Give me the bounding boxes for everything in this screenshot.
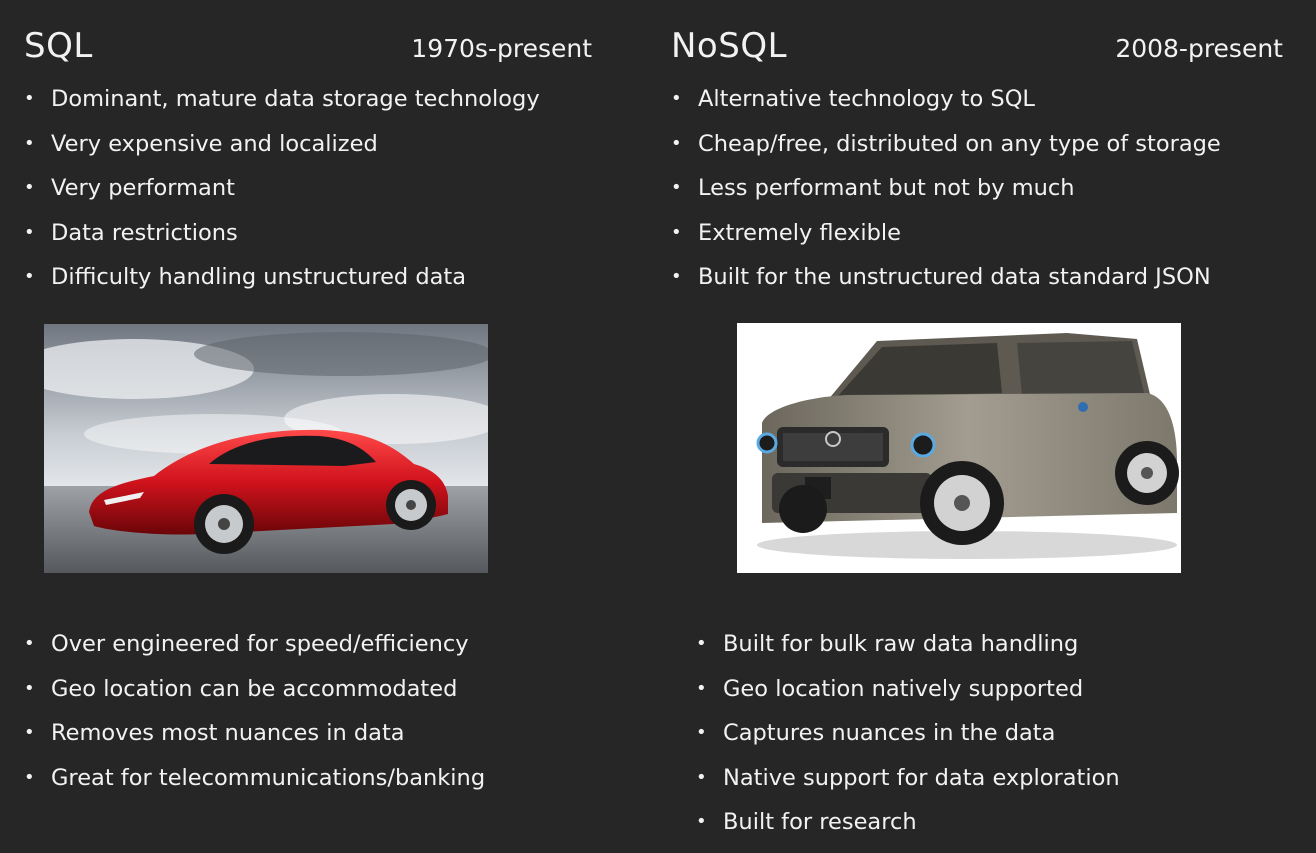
list-item: Geo location natively supported: [696, 667, 1283, 712]
utility-vehicle-photo: [737, 323, 1181, 573]
list-item: Native support for data exploration: [696, 756, 1283, 801]
sql-column: SQL 1970s-present Dominant, mature data …: [24, 0, 592, 853]
nosql-era: 2008-present: [1115, 34, 1283, 63]
sql-header: SQL 1970s-present: [24, 26, 592, 70]
list-item: Built for research: [696, 800, 1283, 845]
sql-era: 1970s-present: [411, 34, 592, 63]
nosql-title: NoSQL: [671, 26, 788, 66]
list-item: Over engineered for speed/efficiency: [24, 622, 592, 667]
sql-bottom-list: Over engineered for speed/efficiency Geo…: [24, 622, 592, 800]
sql-title: SQL: [24, 26, 93, 66]
list-item: Dominant, mature data storage technology: [24, 77, 592, 122]
list-item: Less performant but not by much: [671, 166, 1283, 211]
list-item: Very performant: [24, 166, 592, 211]
list-item: Cheap/free, distributed on any type of s…: [671, 122, 1283, 167]
list-item: Geo location can be accommodated: [24, 667, 592, 712]
nosql-top-list: Alternative technology to SQL Cheap/free…: [671, 77, 1283, 300]
sports-car-photo: [44, 324, 488, 573]
sql-top-list: Dominant, mature data storage technology…: [24, 77, 592, 300]
list-item: Built for bulk raw data handling: [696, 622, 1283, 667]
list-item: Difficulty handling unstructured data: [24, 255, 592, 300]
nosql-column: NoSQL 2008-present Alternative technolog…: [671, 0, 1283, 853]
list-item: Extremely flexible: [671, 211, 1283, 256]
list-item: Built for the unstructured data standard…: [671, 255, 1283, 300]
nosql-bottom-list: Built for bulk raw data handling Geo loc…: [696, 622, 1283, 845]
list-item: Very expensive and localized: [24, 122, 592, 167]
list-item: Alternative technology to SQL: [671, 77, 1283, 122]
list-item: Removes most nuances in data: [24, 711, 592, 756]
nosql-header: NoSQL 2008-present: [671, 26, 1283, 70]
list-item: Data restrictions: [24, 211, 592, 256]
list-item: Captures nuances in the data: [696, 711, 1283, 756]
list-item: Great for telecommunications/banking: [24, 756, 592, 801]
